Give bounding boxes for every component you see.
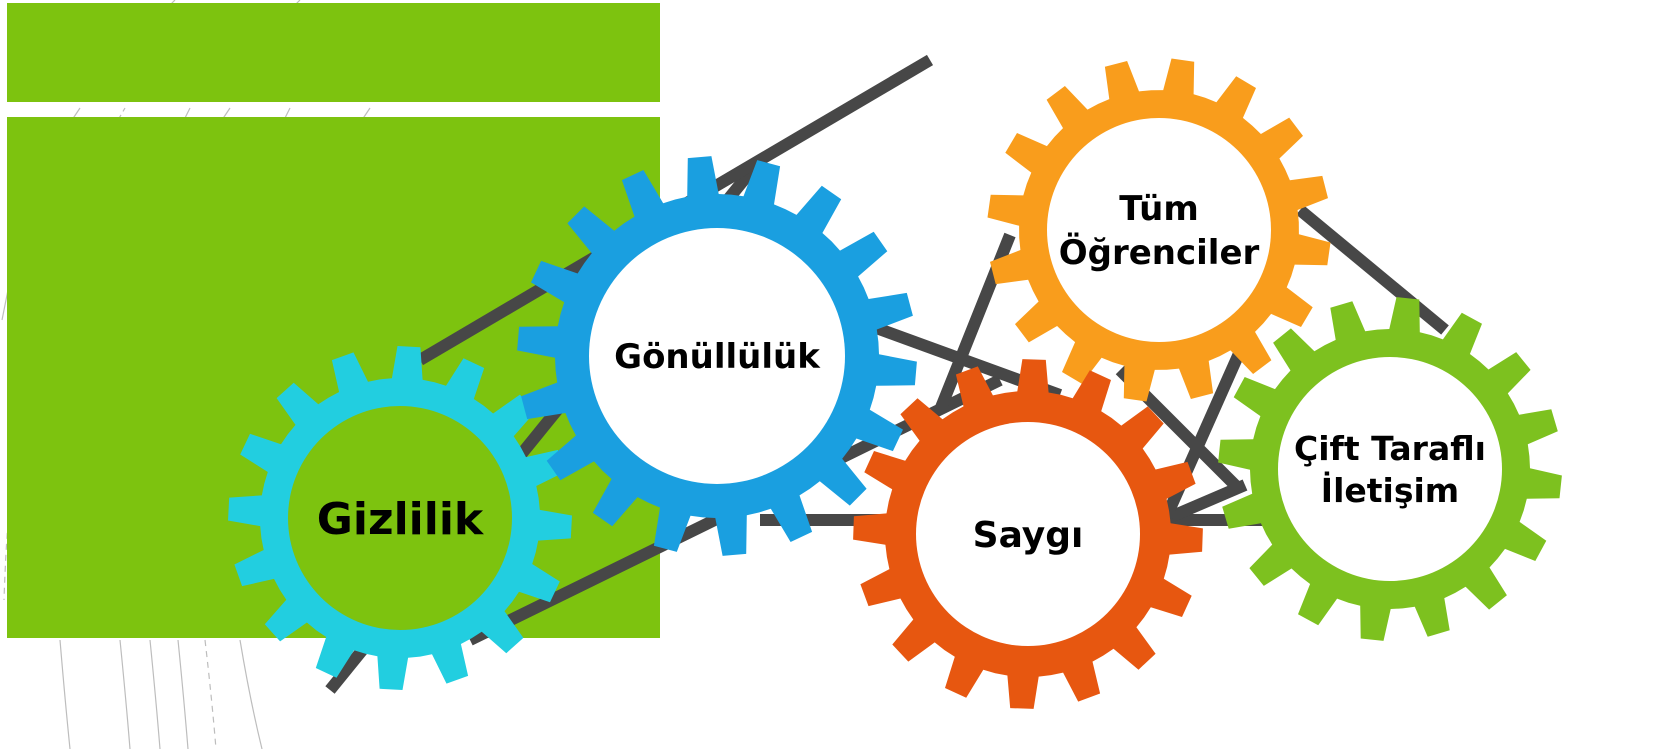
gear-label-line: Tüm	[1119, 189, 1199, 229]
belt-line	[1296, 205, 1449, 335]
gear-label-gizlilik: Gizlilik	[317, 494, 485, 545]
gear-gonulluluk: Gönüllülük	[517, 156, 917, 556]
gear-label-line: İletişim	[1321, 470, 1459, 510]
gear-center-tum-ogrenciler	[1047, 118, 1271, 342]
gear-label-saygi: Saygı	[973, 515, 1084, 556]
gear-center-gonulluluk	[589, 228, 845, 484]
gear-center-gizlilik	[288, 406, 512, 630]
gear-label-gonulluluk: Gönüllülük	[614, 337, 821, 377]
gear-label-line: Çift Taraflı	[1294, 429, 1486, 468]
gear-center-cift-tarafli-iletisim	[1278, 357, 1502, 581]
gear-label-line: Öğrenciler	[1059, 232, 1260, 273]
top-green-bar	[7, 3, 660, 102]
gear-gizlilik: Gizlilik	[228, 346, 572, 690]
gear-center-saygi	[916, 422, 1140, 646]
gear-saygi: Saygı	[853, 359, 1203, 709]
